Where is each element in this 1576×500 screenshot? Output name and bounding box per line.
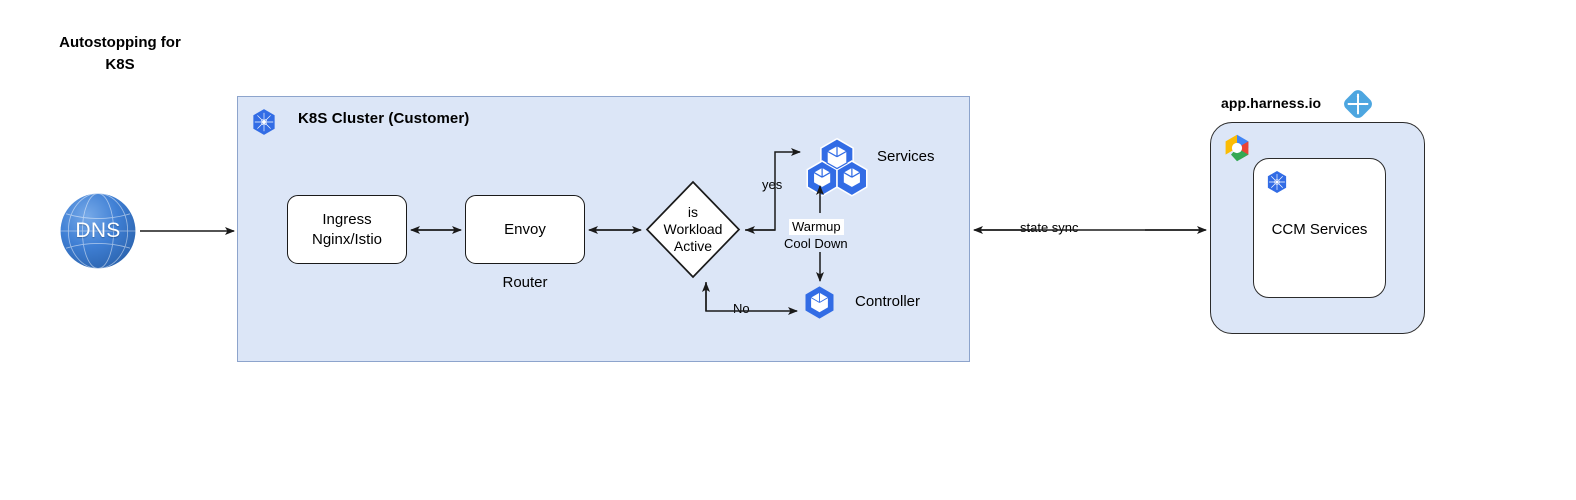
kubernetes-pods-icon (806, 135, 868, 197)
google-cloud-platform-icon (1222, 133, 1252, 163)
k8s-cluster-title: K8S Cluster (Customer) (298, 110, 470, 127)
harness-cloud-panel (1210, 122, 1425, 334)
edge-label-warmup: Warmup (789, 219, 844, 236)
globe-icon (60, 193, 136, 269)
harness-logo-icon (1342, 88, 1374, 120)
kubernetes-icon (1265, 170, 1289, 194)
harness-title: app.harness.io (1221, 95, 1322, 111)
edge-label-cooldown: Cool Down (784, 236, 848, 251)
services-label: Services (877, 148, 935, 165)
edge-label-state-sync: state sync (1017, 220, 1082, 237)
ingress-box: Ingress Nginx/Istio (287, 195, 407, 264)
page-title: Autostopping for K8S (59, 34, 181, 73)
envoy-box: Envoy (465, 195, 585, 264)
decision-diamond: is Workload Active (645, 180, 741, 279)
router-label: Router (502, 274, 548, 291)
edge-label-no: No (733, 301, 750, 316)
kubernetes-icon (250, 108, 278, 136)
dns-node: DNS (59, 192, 137, 270)
controller-label: Controller (855, 293, 921, 310)
kubernetes-pod-icon (802, 285, 837, 320)
ccm-services-label: CCM Services (1271, 221, 1368, 238)
edge-label-yes: yes (762, 177, 783, 192)
